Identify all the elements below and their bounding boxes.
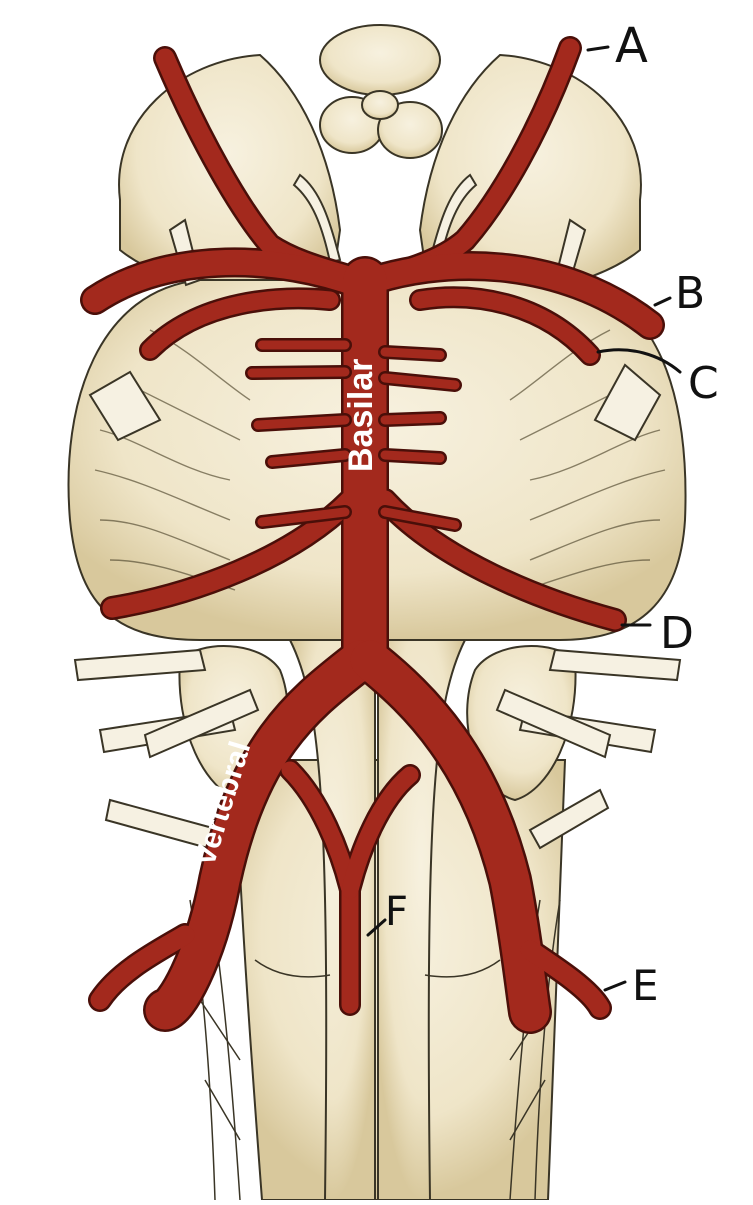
right-nerve-d: [528, 788, 610, 850]
basilar-label: Basilar: [342, 359, 380, 472]
right-nerve-a: [548, 648, 682, 682]
left-trigeminal-nerve: [88, 370, 162, 442]
label-a: A: [615, 18, 648, 74]
left-nerve-c: [143, 688, 260, 759]
label-b: B: [675, 268, 705, 319]
arteries: [80, 36, 665, 1034]
optic-chiasm: [319, 24, 441, 96]
left-nerve-a: [73, 648, 207, 682]
label-c: C: [688, 358, 719, 409]
right-nerve-c: [495, 688, 612, 759]
label-leaders: [366, 45, 682, 992]
infundibulum: [361, 90, 399, 120]
label-d: D: [660, 608, 694, 659]
right-mammillary-body: [377, 101, 443, 159]
right-trigeminal-nerve: [593, 363, 662, 442]
label-f: F: [385, 889, 408, 935]
label-e: E: [632, 961, 659, 1010]
